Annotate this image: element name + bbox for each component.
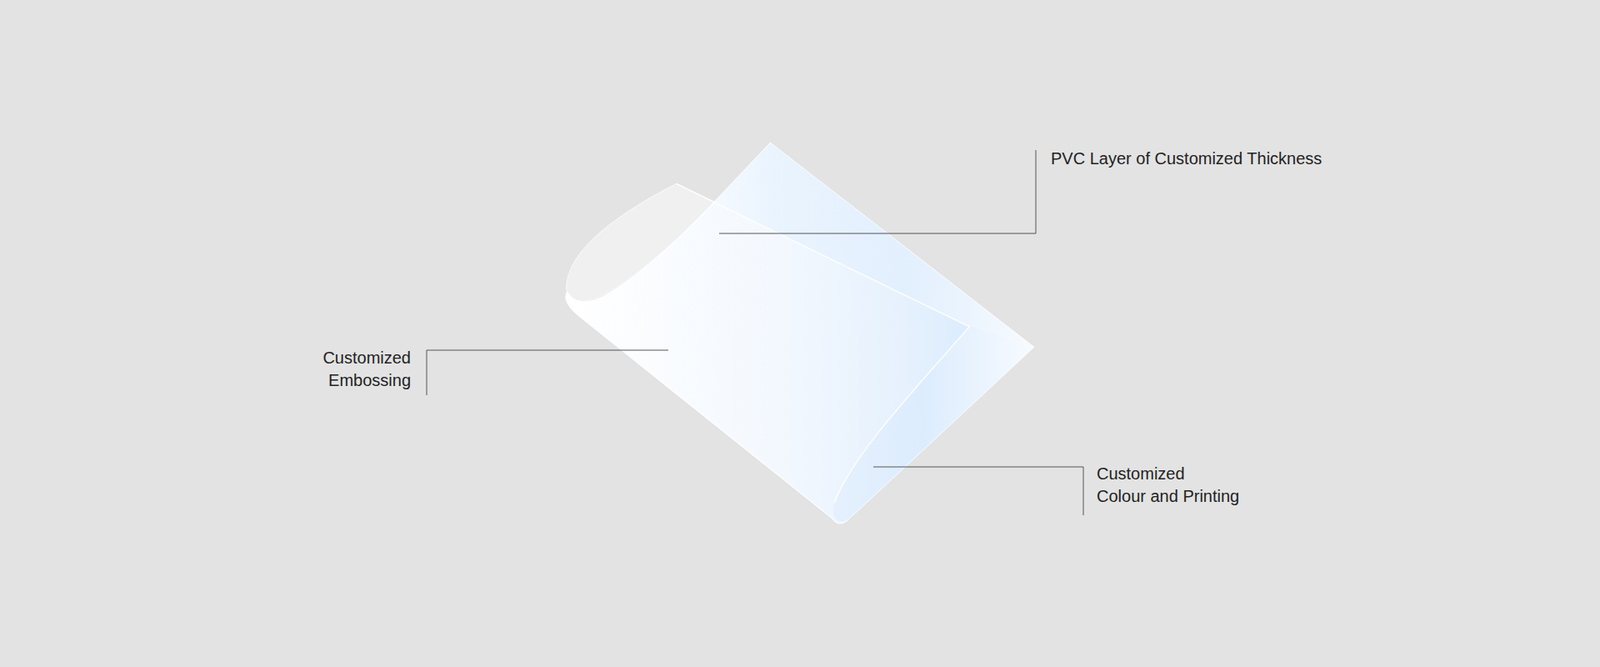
leader-line — [426, 350, 669, 395]
sheet-top-face — [676, 142, 1035, 347]
front-curl — [833, 326, 1035, 522]
callout-label: PVC Layer of Customized Thickness — [1050, 147, 1322, 170]
leader-line — [873, 466, 1084, 515]
fold-edge — [676, 183, 970, 502]
callout-label: Customized Colour and Printing — [1096, 462, 1240, 508]
pvc-sheet — [565, 142, 1034, 523]
callout-label: Customized Embossing — [322, 346, 411, 392]
leader-line — [719, 150, 1036, 234]
